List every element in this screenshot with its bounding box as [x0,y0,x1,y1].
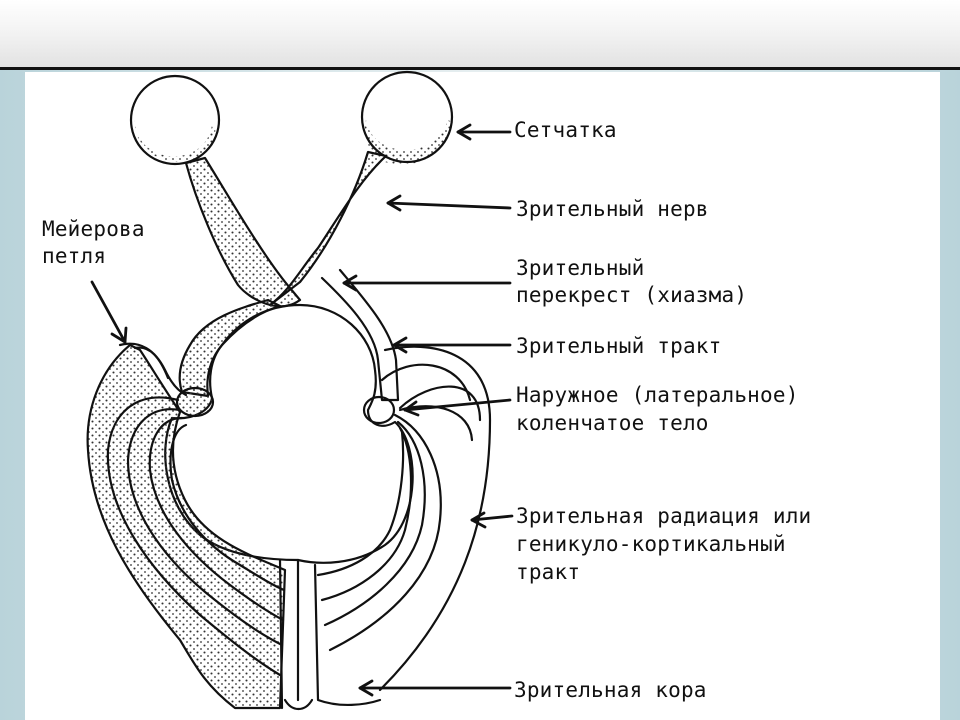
right-optic-nerve [268,150,388,307]
label-optic-nerve: Зрительный нерв [516,197,709,221]
right-eyeball [360,70,454,165]
right-lgn [362,395,396,425]
label-radiation-line1: Зрительная радиация или [516,504,812,528]
label-meyer-line1: Мейерова [42,217,145,241]
left-occipital-cortex [278,558,284,710]
right-visual-radiation [328,413,442,652]
label-radiation-line3: тракт [516,560,581,584]
right-occipital-cortex [313,563,382,707]
slide-header [0,0,960,70]
left-optic-nerve [184,156,302,308]
arrow-lgn [403,398,512,412]
label-visual-cortex: Зрительная кора [514,678,707,702]
pointer-arrows [90,123,514,697]
label-meyer-line2: петля [42,244,107,268]
arrow-meyer-loop [90,280,127,344]
label-radiation-line2: геникуло-кортикальный [516,532,786,556]
arrow-visual-radiation [470,514,514,522]
left-eyeball [129,74,221,166]
label-optic-tract: Зрительный тракт [516,334,722,358]
label-lgn-line2: коленчатое тело [516,411,709,435]
label-retina: Сетчатка [514,118,617,142]
label-chiasm-line1: Зрительный [516,256,645,280]
arrow-optic-nerve [386,201,512,210]
left-optic-tract [178,298,282,398]
label-chiasm-line2: перекрест (хиазма) [516,283,748,307]
label-lgn-line1: Наружное (латеральное) [516,383,799,407]
